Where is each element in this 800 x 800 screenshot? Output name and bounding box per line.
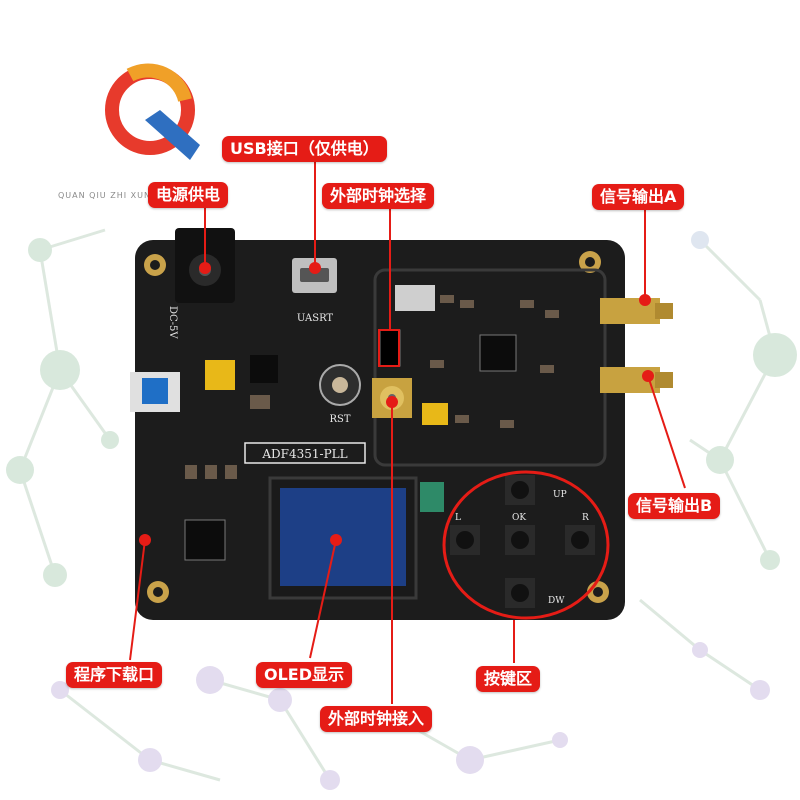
- silk-rst: RST: [329, 414, 350, 425]
- label-program-port: 程序下载口: [66, 662, 163, 688]
- key-area: UP OK L R DW: [450, 475, 595, 608]
- silk-model: ADF4351-PLL: [261, 447, 347, 461]
- brand-tagline: QUAN QIU ZHI XUN: [58, 191, 151, 200]
- silk-key-left: L: [455, 513, 461, 523]
- label-ext-clock-select: 外部时钟选择: [322, 183, 435, 209]
- callout-markers: [129, 160, 686, 704]
- callout-dots: [139, 262, 654, 546]
- label-usb-port: USB接口（仅供电）: [222, 136, 387, 162]
- label-output-b: 信号输出B: [628, 493, 721, 519]
- label-key-area: 按键区: [476, 666, 541, 692]
- background-network-nodes: [6, 231, 797, 790]
- pcb-board: ADF4351-PLL DC-5V UASRT RST UP OK L R DW: [130, 228, 673, 620]
- silk-dc: DC-5V: [167, 306, 178, 339]
- silk-key-ok: OK: [512, 513, 526, 523]
- silk-key-down: DW: [548, 596, 565, 606]
- label-oled-display: OLED显示: [256, 662, 353, 688]
- brand-logo: [105, 63, 200, 160]
- silk-key-up: UP: [553, 490, 567, 500]
- background-network-pattern: [18, 228, 777, 782]
- silk-usb: UASRT: [297, 313, 334, 324]
- label-ext-clock-input: 外部时钟接入: [320, 706, 433, 732]
- silk-key-right: R: [582, 513, 589, 523]
- label-power-supply: 电源供电: [148, 182, 229, 208]
- label-output-a: 信号输出A: [592, 184, 685, 210]
